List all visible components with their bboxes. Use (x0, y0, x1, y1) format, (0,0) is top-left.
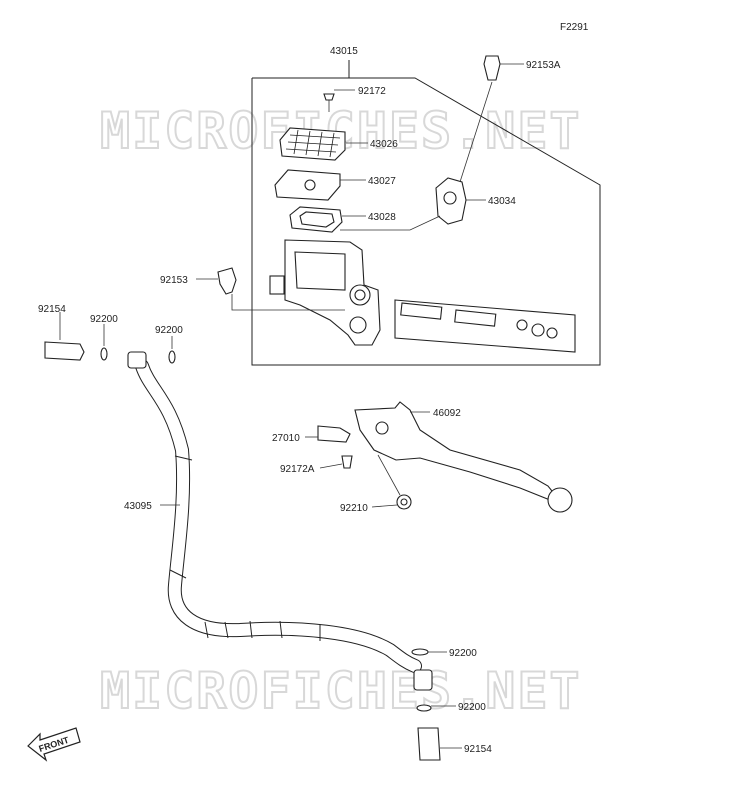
label-43015: 43015 (330, 46, 358, 57)
clutch-hose (135, 359, 422, 673)
banjo-bolt-92153A (459, 55, 501, 183)
assembly-frame (251, 60, 601, 366)
label-92153A: 92153A (526, 60, 561, 71)
leader-lines (160, 63, 524, 749)
washer-92200-b (168, 336, 176, 364)
banjo-bolt-92154-upper (44, 312, 85, 361)
clutch-switch (317, 425, 351, 443)
screw-92172A (341, 455, 353, 469)
screw-92172 (323, 93, 335, 112)
front-arrow-icon: FRONT (27, 727, 81, 762)
label-92172: 92172 (358, 86, 386, 97)
pivot-92210 (396, 494, 412, 510)
washer-92200-a (100, 324, 108, 361)
label-92200-d: 92200 (458, 702, 486, 713)
bleeder-92153 (217, 267, 345, 311)
label-92172A: 92172A (280, 464, 315, 475)
label-43095: 43095 (124, 501, 152, 512)
label-92200-b: 92200 (155, 325, 183, 336)
diaphragm (289, 206, 343, 233)
hose-fitting-upper (127, 351, 147, 369)
diaphragm-plate (274, 169, 341, 201)
washer-92200-d (416, 704, 432, 712)
watermark-bottom: MICROFICHES.NET (100, 662, 582, 720)
label-92154-upper: 92154 (38, 304, 66, 315)
figure-code: F2291 (560, 22, 589, 33)
washer-92200-c (411, 648, 429, 656)
mirror-bracket-43034 (340, 177, 467, 231)
clutch-lever (354, 401, 573, 513)
label-43028: 43028 (368, 212, 396, 223)
label-92154-lower: 92154 (464, 744, 492, 755)
master-cylinder-body (269, 239, 381, 346)
hose-fitting-lower (413, 669, 433, 691)
label-46092: 46092 (433, 408, 461, 419)
label-92200-a: 92200 (90, 314, 118, 325)
label-27010: 27010 (272, 433, 300, 444)
label-92200-c: 92200 (449, 648, 477, 659)
label-92210: 92210 (340, 503, 368, 514)
label-43027: 43027 (368, 176, 396, 187)
label-43034: 43034 (488, 196, 516, 207)
piston-kit (394, 299, 576, 353)
label-43026: 43026 (370, 139, 398, 150)
label-92153: 92153 (160, 275, 188, 286)
reservoir-cap (279, 127, 346, 161)
banjo-bolt-92154-lower (417, 727, 441, 761)
